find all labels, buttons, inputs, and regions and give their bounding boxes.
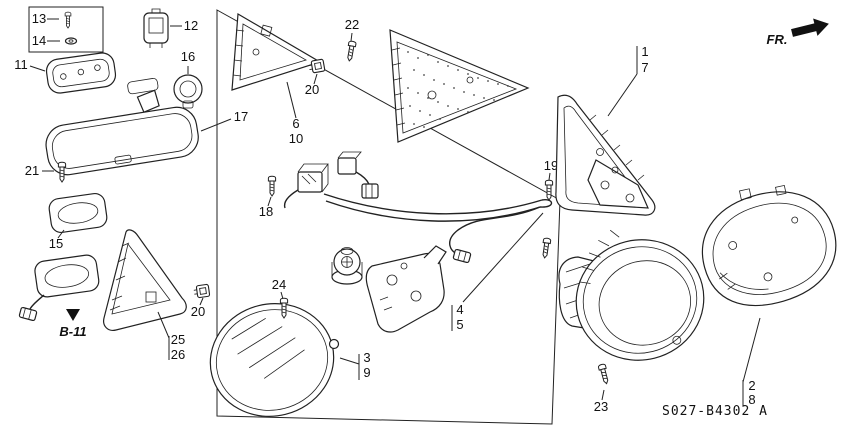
screw-22: 22 — [345, 17, 359, 62]
callout-15: 15 — [49, 236, 63, 251]
callout-3: 3 — [363, 350, 370, 365]
actuator-plate — [365, 245, 447, 333]
screw-21: 21 — [25, 161, 67, 183]
callout-26: 26 — [171, 347, 185, 362]
screw-13-icon — [64, 11, 72, 29]
callout-25: 25 — [171, 332, 185, 347]
section-ref-label: B-11 — [59, 324, 86, 339]
frame-outline — [216, 9, 561, 425]
front-direction-indicator: FR. — [767, 18, 829, 47]
callout-1: 1 — [641, 44, 648, 59]
callout-19: 19 — [544, 158, 558, 173]
callout-11: 11 — [14, 57, 28, 72]
screw-23: 23 — [594, 363, 611, 414]
callout-23: 23 — [594, 399, 608, 414]
harness-connector-end — [452, 248, 472, 264]
callout-21: 21 — [25, 163, 39, 178]
callout-18: 18 — [259, 204, 273, 219]
screw-18: 18 — [259, 175, 277, 219]
corner-gasket-6-10: 6 10 — [231, 12, 322, 146]
washer-14-icon — [64, 37, 78, 45]
connector-block-a — [297, 163, 329, 193]
connector-block-b — [337, 151, 362, 175]
assembled-mirror-glass — [558, 229, 705, 361]
clip-20-lower: 20 — [191, 283, 211, 319]
callout-16: 16 — [181, 49, 195, 64]
callout-5: 5 — [456, 317, 463, 332]
mirror-glass-3-9: 3 9 — [209, 303, 371, 417]
interior-rearview-mirror-17: 17 — [45, 77, 248, 176]
callout-2: 2 — [748, 378, 755, 393]
callout-22: 22 — [345, 17, 359, 32]
fr-arrow-icon — [791, 18, 829, 37]
callout-17: 17 — [234, 109, 248, 124]
mirror-base-gasket-11: 11 — [14, 52, 117, 94]
callout-20-upper: 20 — [305, 82, 319, 97]
screw-19: 19 — [544, 158, 558, 201]
mirror-housing-2-8: 2 8 — [701, 184, 837, 407]
wired-holder-b11: B-11 — [18, 254, 100, 339]
sail-seal-panel — [389, 29, 530, 143]
callout-14: 14 — [32, 33, 46, 48]
callout-20-lower: 20 — [191, 304, 205, 319]
callout-9: 9 — [363, 365, 370, 380]
down-arrow-icon — [66, 309, 80, 321]
callout-24: 24 — [272, 277, 286, 292]
mirror-holder-15: 15 — [48, 192, 108, 251]
clip-12: 12 — [143, 8, 198, 48]
door-mirror-assembly-1-7: 1 7 — [555, 44, 656, 216]
seal-texture-dots — [407, 51, 509, 128]
connector-block-c — [361, 183, 379, 199]
grommet-16: 16 — [173, 49, 203, 109]
callout-12: 12 — [184, 18, 198, 33]
clip-20-upper: 20 — [305, 58, 326, 97]
callout-10: 10 — [289, 131, 303, 146]
screw-harness — [540, 237, 552, 259]
callout-13: 13 — [32, 11, 46, 26]
hardware-box-13-14: 13 14 — [28, 6, 104, 53]
corner-garnish-25-26: 25 26 — [103, 229, 187, 362]
callout-6: 6 — [292, 116, 299, 131]
callout-7: 7 — [641, 60, 648, 75]
actuator-motor — [331, 247, 363, 285]
mirror-base-plate — [587, 159, 649, 209]
diagram-part-code: S027-B4302 A — [662, 404, 768, 419]
connector-icon — [18, 306, 38, 322]
callout-8: 8 — [748, 392, 755, 407]
actuator-harness-4-5: 4 5 — [283, 151, 553, 333]
screw-24: 24 — [272, 277, 289, 319]
callout-4: 4 — [456, 302, 463, 317]
fr-label: FR. — [767, 32, 788, 47]
